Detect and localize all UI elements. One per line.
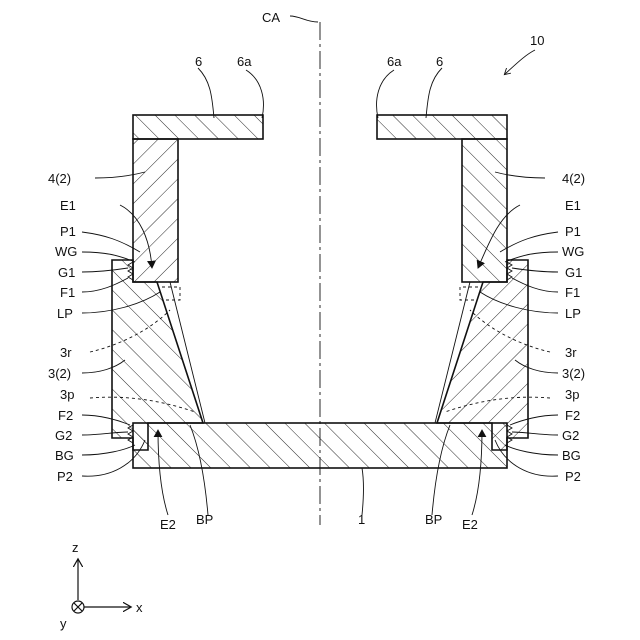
- label-bp-right: BP: [425, 512, 442, 527]
- right-body-3: [437, 260, 528, 450]
- svg-text:3r: 3r: [60, 345, 72, 360]
- left-flange-6: [133, 115, 263, 139]
- label-base-1: 1: [358, 512, 365, 527]
- label-6-left: 6: [195, 54, 202, 69]
- left-side-labels: 4(2) E1 P1 WG G1 F1 LP 3r 3(2) 3p F2 G2 …: [48, 171, 77, 484]
- label-6-right: 6: [436, 54, 443, 69]
- svg-text:4(2): 4(2): [48, 171, 71, 186]
- svg-text:F1: F1: [565, 285, 580, 300]
- svg-text:3(2): 3(2): [48, 366, 71, 381]
- svg-text:WG: WG: [55, 244, 77, 259]
- svg-text:BG: BG: [562, 448, 581, 463]
- svg-text:3r: 3r: [565, 345, 577, 360]
- svg-text:BG: BG: [55, 448, 74, 463]
- svg-text:LP: LP: [57, 306, 73, 321]
- svg-text:F2: F2: [565, 408, 580, 423]
- svg-text:F2: F2: [58, 408, 73, 423]
- base-plate-1: [133, 423, 507, 468]
- svg-text:E1: E1: [60, 198, 76, 213]
- label-bp-left: BP: [196, 512, 213, 527]
- svg-text:3p: 3p: [565, 387, 579, 402]
- svg-text:E1: E1: [565, 198, 581, 213]
- svg-text:4(2): 4(2): [562, 171, 585, 186]
- svg-text:F1: F1: [60, 285, 75, 300]
- svg-text:P2: P2: [565, 469, 581, 484]
- svg-text:LP: LP: [565, 306, 581, 321]
- svg-text:G2: G2: [562, 428, 579, 443]
- label-axis-z: z: [72, 540, 79, 555]
- svg-text:G2: G2: [55, 428, 72, 443]
- label-6a-right: 6a: [387, 54, 402, 69]
- svg-text:P1: P1: [60, 224, 76, 239]
- label-axis-x: x: [136, 600, 143, 615]
- label-e2-right: E2: [462, 517, 478, 532]
- left-body-3: [112, 260, 203, 450]
- coordinate-axes: z x y: [60, 540, 143, 631]
- label-6a-left: 6a: [237, 54, 252, 69]
- svg-text:WG: WG: [562, 244, 584, 259]
- left-wall-4: [133, 139, 178, 282]
- svg-text:3p: 3p: [60, 387, 74, 402]
- label-axis-y: y: [60, 616, 67, 631]
- label-e2-left: E2: [160, 517, 176, 532]
- svg-text:G1: G1: [58, 265, 75, 280]
- svg-text:3(2): 3(2): [562, 366, 585, 381]
- right-side-labels: 4(2) E1 P1 WG G1 F1 LP 3r 3(2) 3p F2 G2 …: [562, 171, 585, 484]
- reference-arrow: [505, 50, 535, 74]
- label-ref-10: 10: [530, 33, 544, 48]
- label-ca: CA: [262, 10, 280, 25]
- right-wall-4: [462, 139, 507, 282]
- svg-text:P2: P2: [57, 469, 73, 484]
- svg-text:G1: G1: [565, 265, 582, 280]
- right-flange-6: [377, 115, 507, 139]
- svg-text:P1: P1: [565, 224, 581, 239]
